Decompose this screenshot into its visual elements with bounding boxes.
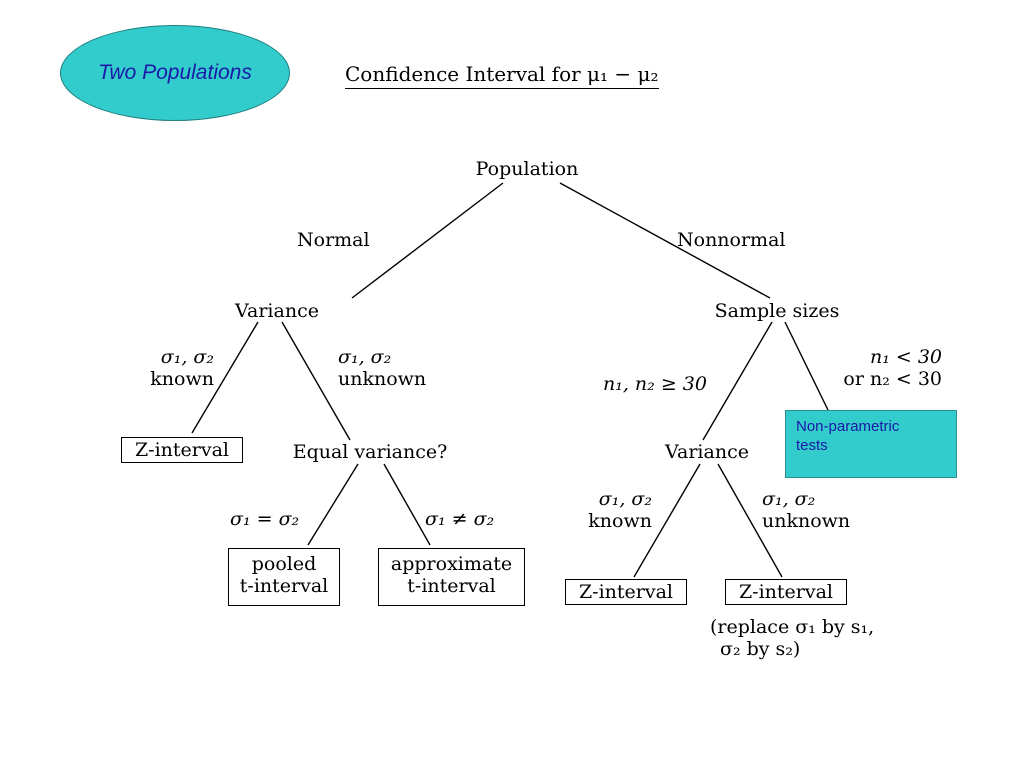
edge-variance-unknown [281,321,351,441]
sigma-unknown-right-line1: σ₁, σ₂ [762,488,816,510]
label-sigma-not-equal: σ₁ ≠ σ₂ [425,508,495,530]
edge-label-nonnormal: Nonnormal [677,229,786,251]
replace-note-line1: (replace σ₁ by s₁, [710,616,875,638]
z-interval-box-left: Z-interval [121,437,243,463]
edge-variance-right-known [633,463,701,578]
node-sample-sizes: Sample sizes [714,300,840,322]
label-sigma-unknown-right: σ₁, σ₂ unknown [762,488,850,532]
small-samples-line2: or n₂ < 30 [843,368,942,390]
pooled-t-interval-box: pooled t-interval [228,548,340,606]
edge-not-equal [383,463,431,546]
pooled-line2: t-interval [239,575,329,597]
pooled-line1: pooled [251,553,317,575]
edge-variance-known [191,321,259,434]
z-interval-box-right-unknown: Z-interval [725,579,847,605]
sigma-known-left-line1: σ₁, σ₂ [160,346,214,368]
edge-samples-small [784,321,829,411]
two-populations-badge: Two Populations [60,25,290,121]
edge-population-normal [351,182,504,299]
label-sigma-equal: σ₁ = σ₂ [230,508,300,530]
sigma-unknown-right-line2: unknown [762,510,851,532]
approximate-line1: approximate [390,553,513,575]
edge-variance-right-unknown [717,463,783,578]
sigma-unknown-left-line2: unknown [338,368,427,390]
replace-note: (replace σ₁ by s₁, σ₂ by s₂) [710,616,874,660]
approximate-line2: t-interval [407,575,496,597]
approximate-t-interval-box: approximate t-interval [378,548,525,606]
nonparametric-line1: Non-parametric [796,418,900,435]
label-sigma-known-right: σ₁, σ₂ known [570,488,652,532]
node-population: Population [475,158,579,180]
nonparametric-line2: tests [796,437,828,454]
edge-population-nonnormal [559,182,771,299]
sigma-known-right-line2: known [588,510,652,532]
node-equal-variance: Equal variance? [292,441,448,463]
label-small-samples: n₁ < 30 or n₂ < 30 [820,346,942,390]
label-sigma-known-left: σ₁, σ₂ known [130,346,214,390]
small-samples-line1: n₁ < 30 [869,346,942,368]
edge-samples-large [702,321,773,441]
label-sigma-unknown-left: σ₁, σ₂ unknown [338,346,426,390]
sigma-known-right-line1: σ₁, σ₂ [598,488,652,510]
diagram-title: Confidence Interval for μ₁ − μ₂ [345,62,659,89]
replace-note-line2: σ₂ by s₂) [720,638,801,660]
label-large-samples: n₁, n₂ ≥ 30 [603,373,707,395]
nonparametric-tests-box: Non-parametric tests [785,410,957,478]
z-interval-box-right-known: Z-interval [565,579,687,605]
node-variance-left: Variance [235,300,319,322]
edge-equal [307,463,359,546]
sigma-unknown-left-line1: σ₁, σ₂ [338,346,392,368]
node-variance-right: Variance [665,441,749,463]
two-populations-label: Two Populations [98,61,252,84]
sigma-known-left-line2: known [150,368,214,390]
edge-label-normal: Normal [297,229,370,251]
